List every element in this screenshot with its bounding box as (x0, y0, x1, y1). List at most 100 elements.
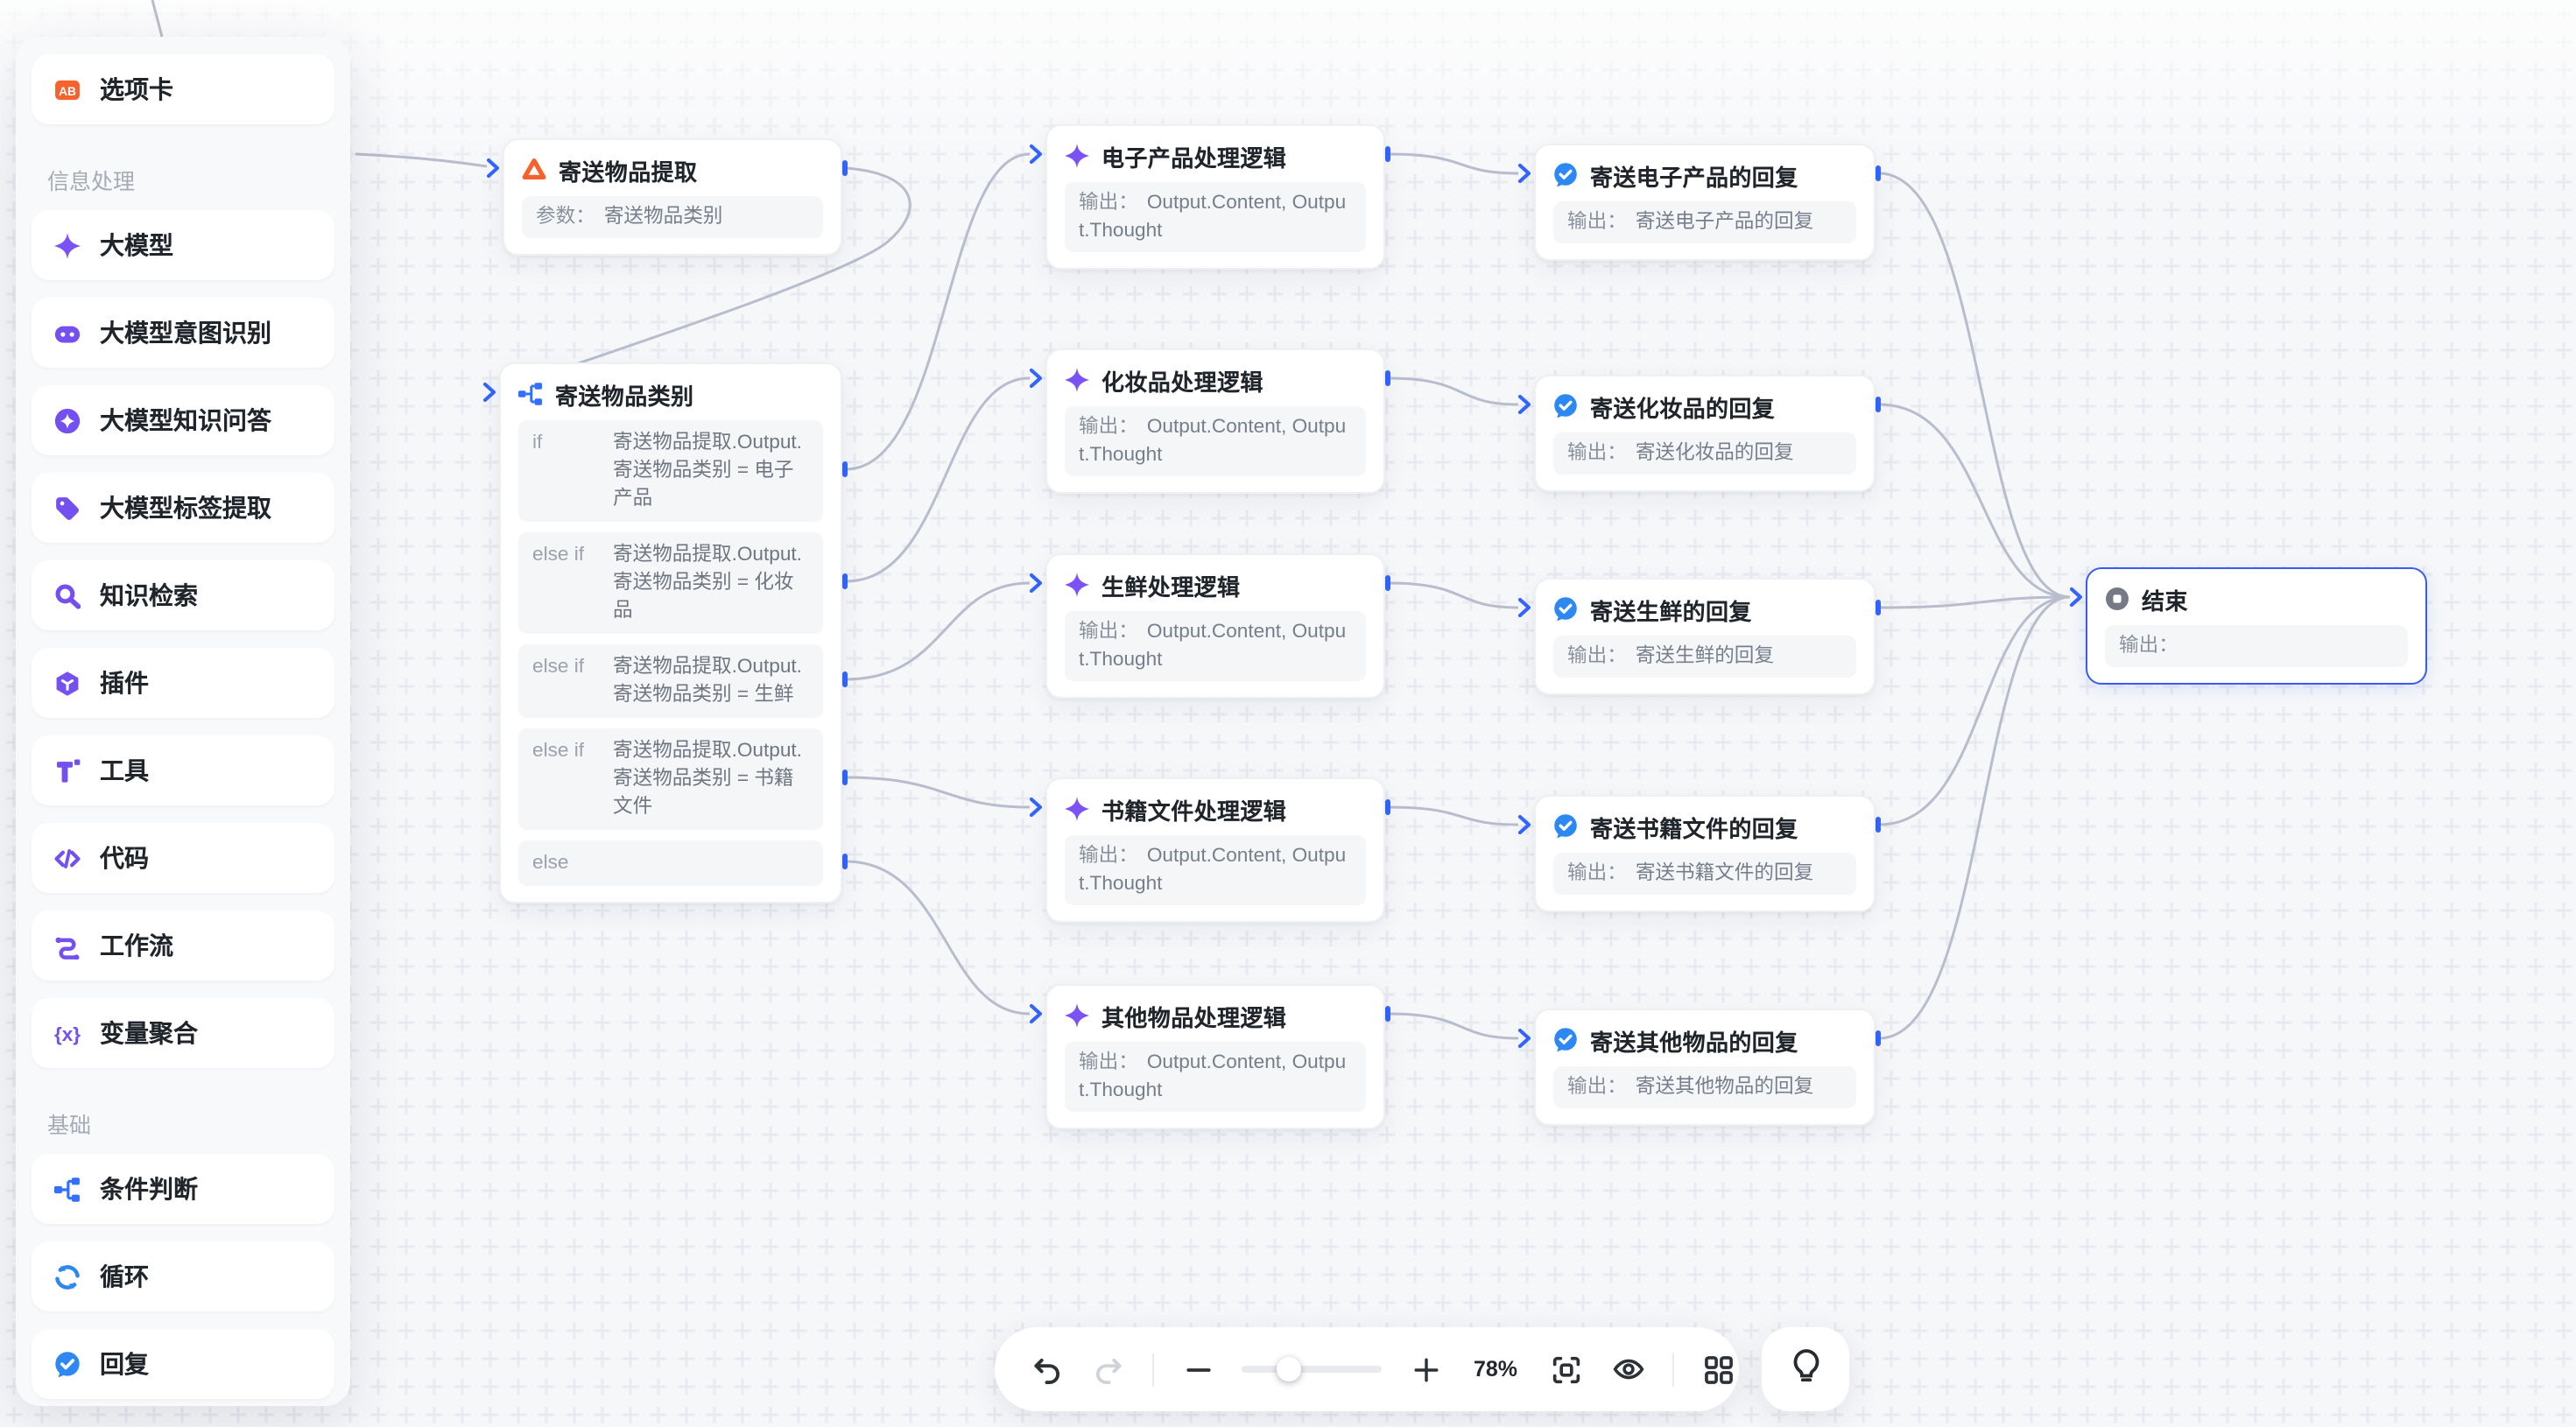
zoom-level-label: 78% (1473, 1357, 1518, 1381)
svg-text:AB: AB (59, 84, 76, 97)
node-title: 寄送化妆品的回复 (1590, 395, 1776, 421)
toolbar-divider (1152, 1353, 1154, 1386)
node-title: 寄送书籍文件的回复 (1590, 815, 1798, 841)
reply-icon (1553, 597, 1578, 622)
palette-item-label: 大模型标签提取 (100, 494, 271, 522)
palette-item-label: 变量聚合 (100, 1019, 198, 1047)
branch-icon (518, 382, 543, 406)
palette-item-代码[interactable]: 代码 (32, 823, 334, 893)
palette-item-选项卡[interactable]: AB 选项卡 (32, 54, 334, 124)
palette-item-大模型意图识别[interactable]: 大模型意图识别 (32, 298, 334, 368)
palette-item-label: 代码 (100, 844, 149, 872)
preview-eye-button[interactable] (1609, 1350, 1648, 1388)
palette-item-知识检索[interactable]: 知识检索 (32, 560, 334, 630)
palette-item-label: 大模型 (100, 231, 173, 259)
extract-icon (522, 158, 546, 182)
palette-item-条件判断[interactable]: 条件判断 (32, 1154, 334, 1224)
node-extract[interactable]: 寄送物品提取参数：寄送物品类别 (503, 138, 842, 257)
node-reply-fresh[interactable]: 寄送生鲜的回复输出：寄送生鲜的回复 (1534, 578, 1876, 696)
reply-icon (54, 1351, 81, 1377)
palette-item-大模型标签提取[interactable]: 大模型标签提取 (32, 473, 334, 543)
lightbulb-icon (1789, 1348, 1822, 1390)
palette-item-工作流[interactable]: 工作流 (32, 910, 334, 981)
node-io-row: 输出：寄送电子产品的回复 (1553, 201, 1856, 244)
node-llm-cosmetics[interactable]: 化妆品处理逻辑输出：Output.Content, Output.Thought (1045, 348, 1385, 495)
undo-button[interactable] (1026, 1350, 1065, 1388)
node-header: 电子产品处理逻辑 (1065, 138, 1366, 173)
reply-icon (1553, 814, 1578, 839)
loop-icon (54, 1263, 81, 1290)
palette-item-工具[interactable]: 工具 (32, 735, 334, 805)
node-header: 寄送其他物品的回复 (1553, 1023, 1856, 1058)
palette-item-插件[interactable]: 插件 (32, 648, 334, 718)
node-io-row: 输出：寄送生鲜的回复 (1553, 636, 1856, 678)
tag-icon (54, 495, 81, 521)
plugin-icon (54, 670, 81, 696)
zoom-slider[interactable] (1242, 1357, 1382, 1381)
palette-item-大模型知识问答[interactable]: 大模型知识问答 (32, 385, 334, 455)
node-title: 寄送其他物品的回复 (1590, 1029, 1798, 1055)
zoom-slider-thumb[interactable] (1277, 1357, 1301, 1381)
palette-item-label: 选项卡 (100, 75, 173, 103)
palette-section-label: 基础 (47, 1114, 92, 1138)
node-title: 其他物品处理逻辑 (1101, 1004, 1287, 1030)
palette-item-循环[interactable]: 循环 (32, 1241, 334, 1311)
zoom-slider-track (1242, 1366, 1382, 1373)
node-reply-other[interactable]: 寄送其他物品的回复输出：寄送其他物品的回复 (1534, 1009, 1876, 1127)
code-icon (54, 845, 81, 871)
node-header: 生鲜处理逻辑 (1065, 567, 1366, 602)
node-llm-fresh[interactable]: 生鲜处理逻辑输出：Output.Content, Output.Thought (1045, 553, 1385, 699)
node-title: 寄送物品类别 (555, 383, 694, 409)
node-title: 结束 (2142, 587, 2188, 614)
palette-item-变量聚合[interactable]: {x} 变量聚合 (32, 998, 334, 1068)
end-icon (2105, 587, 2129, 611)
node-title: 寄送物品提取 (559, 158, 698, 185)
reply-icon (1553, 1028, 1578, 1052)
fit-view-button[interactable] (1546, 1350, 1585, 1388)
sparkle-icon (1065, 368, 1089, 392)
node-llm-books[interactable]: 书籍文件处理逻辑输出：Output.Content, Output.Though… (1045, 777, 1385, 924)
node-title: 电子产品处理逻辑 (1101, 144, 1287, 171)
palette-section-label: 信息处理 (47, 170, 136, 194)
sparkle-icon (54, 232, 81, 258)
node-title: 化妆品处理逻辑 (1101, 369, 1263, 395)
palette-item-大模型[interactable]: 大模型 (32, 210, 334, 280)
node-reply-books[interactable]: 寄送书籍文件的回复输出：寄送书籍文件的回复 (1534, 795, 1876, 913)
canvas-toolbar: 78% (995, 1327, 1739, 1411)
node-header: 其他物品处理逻辑 (1065, 998, 1366, 1033)
node-llm-electronics[interactable]: 电子产品处理逻辑输出：Output.Content, Output.Though… (1045, 124, 1385, 271)
node-io-row: 输出：Output.Content, Output.Thought (1065, 182, 1366, 253)
node-header: 寄送书籍文件的回复 (1553, 809, 1856, 844)
tips-button[interactable] (1762, 1327, 1849, 1411)
node-llm-other[interactable]: 其他物品处理逻辑输出：Output.Content, Output.Though… (1045, 984, 1385, 1130)
redo-button[interactable] (1089, 1350, 1128, 1388)
node-reply-cosmetics[interactable]: 寄送化妆品的回复输出：寄送化妆品的回复 (1534, 375, 1876, 493)
condition-branch-row: else (518, 840, 823, 887)
node-io-row: 参数：寄送物品类别 (522, 196, 823, 239)
node-end[interactable]: 结束输出： (2086, 567, 2427, 685)
palette-item-回复[interactable]: 回复 (32, 1329, 334, 1399)
zoom-in-button[interactable] (1406, 1350, 1445, 1388)
varmerge-icon: {x} (54, 1020, 81, 1046)
node-header: 寄送物品类别 (518, 376, 823, 411)
node-io-row: 输出： (2105, 625, 2408, 668)
node-io-row: 输出：寄送书籍文件的回复 (1553, 853, 1856, 896)
tool-icon (54, 757, 81, 784)
node-title: 书籍文件处理逻辑 (1101, 798, 1287, 824)
robot-icon (54, 320, 81, 346)
branch-icon (54, 1176, 81, 1202)
node-header: 寄送物品提取 (522, 152, 823, 187)
layout-grid-button[interactable] (1699, 1350, 1737, 1388)
zoom-out-button[interactable] (1179, 1350, 1217, 1388)
node-io-row: 输出：Output.Content, Output.Thought (1065, 835, 1366, 906)
node-header: 化妆品处理逻辑 (1065, 362, 1366, 397)
node-reply-electronics[interactable]: 寄送电子产品的回复输出：寄送电子产品的回复 (1534, 144, 1876, 262)
palette-item-label: 插件 (100, 669, 149, 697)
palette-item-label: 工作流 (100, 931, 173, 960)
sparkle-icon (1065, 144, 1089, 168)
